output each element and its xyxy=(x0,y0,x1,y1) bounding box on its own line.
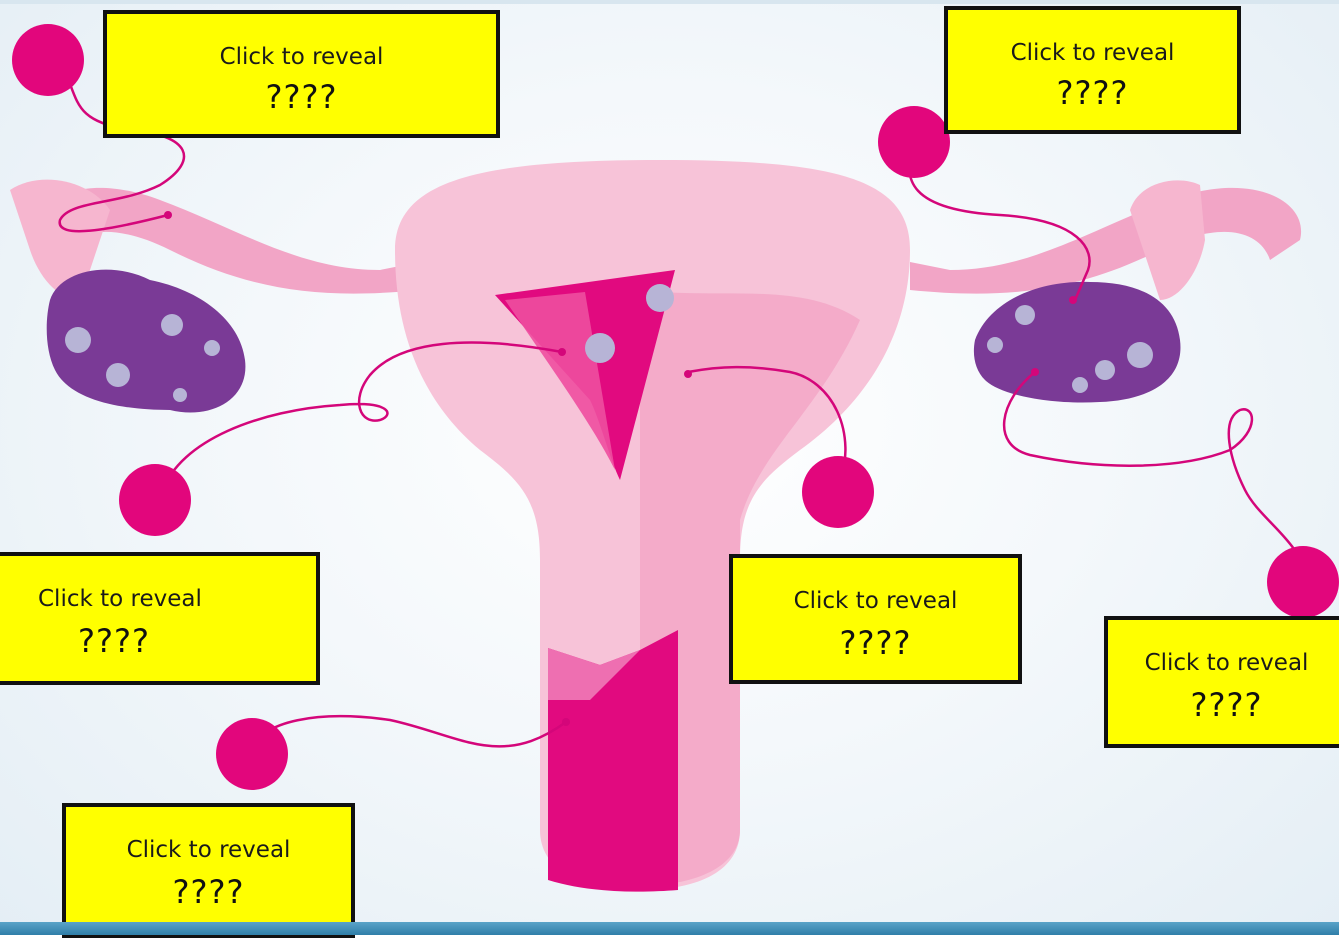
slide-bottom-bar xyxy=(0,922,1339,935)
marker-circle xyxy=(802,456,874,528)
left-ovary-follicle xyxy=(204,340,220,356)
right-ovary-follicle xyxy=(1072,377,1088,393)
right-ovary-follicle xyxy=(1095,360,1115,380)
reveal-prompt: Click to reveal xyxy=(38,586,316,612)
right-fimbriae xyxy=(1130,180,1205,300)
right-ovary-follicle xyxy=(1015,305,1035,325)
hidden-answer: ???? xyxy=(948,74,1237,112)
embryo-dot xyxy=(646,284,674,312)
reveal-prompt: Click to reveal xyxy=(948,40,1237,66)
marker-circle xyxy=(1267,546,1339,618)
reveal-box-bottom-left[interactable]: Click to reveal ???? xyxy=(62,803,355,938)
pointer-end-dot xyxy=(164,211,172,219)
pointer-line xyxy=(250,716,566,752)
embryo-dot xyxy=(585,333,615,363)
marker-circle xyxy=(119,464,191,536)
marker-circle xyxy=(216,718,288,790)
pointer-end-dot xyxy=(1069,296,1077,304)
reveal-prompt: Click to reveal xyxy=(733,588,1018,614)
hidden-answer: ???? xyxy=(107,78,496,116)
hidden-answer: ???? xyxy=(733,624,1018,662)
reveal-box-mid-left[interactable]: Click to reveal ???? xyxy=(0,552,320,685)
right-ovary-follicle xyxy=(987,337,1003,353)
pointer-end-dot xyxy=(1031,368,1039,376)
reveal-prompt: Click to reveal xyxy=(66,837,351,863)
left-ovary-follicle xyxy=(173,388,187,402)
right-ovary-follicle xyxy=(1127,342,1153,368)
reveal-box-mid-center[interactable]: Click to reveal ???? xyxy=(729,554,1022,684)
pointer-end-dot xyxy=(562,718,570,726)
left-ovary-follicle xyxy=(161,314,183,336)
reveal-prompt: Click to reveal xyxy=(107,44,496,70)
reveal-box-top-left[interactable]: Click to reveal ???? xyxy=(103,10,500,138)
reveal-box-mid-right[interactable]: Click to reveal ???? xyxy=(1104,616,1339,748)
left-ovary-follicle xyxy=(106,363,130,387)
reveal-prompt: Click to reveal xyxy=(1116,650,1337,676)
left-ovary-follicle xyxy=(65,327,91,353)
pointer-line xyxy=(1004,372,1308,580)
hidden-answer: ???? xyxy=(66,873,351,911)
reveal-box-top-right[interactable]: Click to reveal ???? xyxy=(944,6,1241,134)
hidden-answer: ???? xyxy=(1108,686,1339,724)
marker-circle xyxy=(12,24,84,96)
hidden-answer: ???? xyxy=(78,622,316,660)
pointer-end-dot xyxy=(558,348,566,356)
pointer-end-dot xyxy=(684,370,692,378)
right-fallopian-tube xyxy=(910,188,1301,294)
marker-circle xyxy=(878,106,950,178)
